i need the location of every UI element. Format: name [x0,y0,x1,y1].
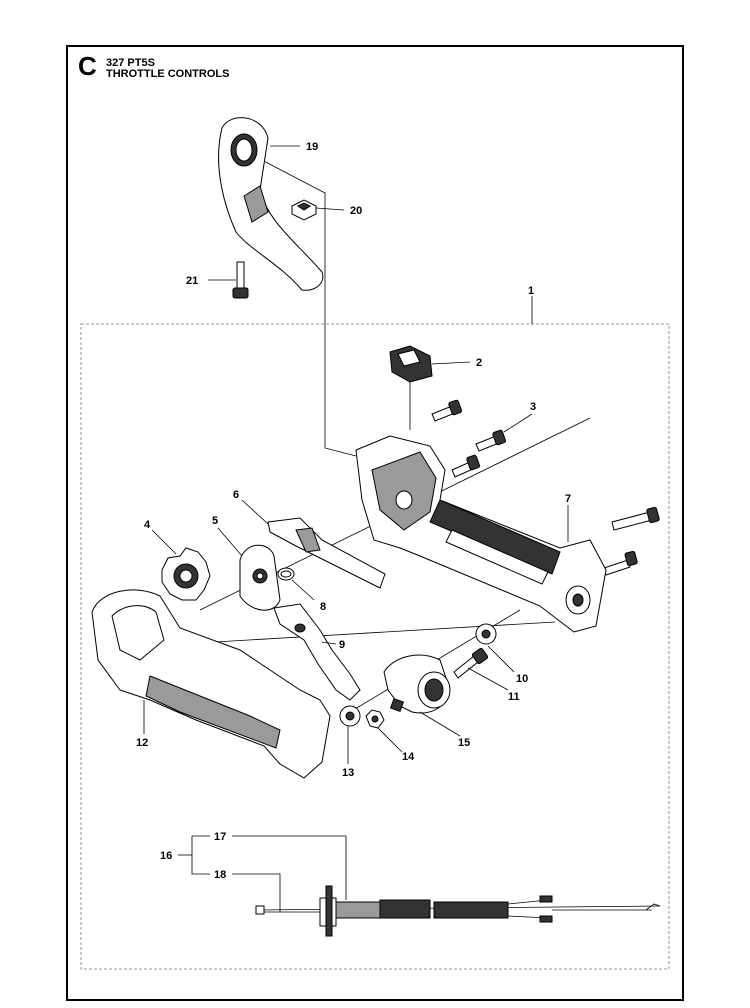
model-label: 327 PT5S [106,57,155,69]
callout-leaders [143,145,569,912]
callout-1: 1 [528,285,534,297]
part-15-clamp [383,654,451,714]
callout-13: 13 [342,767,354,779]
callout-5: 5 [212,515,218,527]
callout-20: 20 [350,205,362,217]
part-14-nut [365,709,385,729]
part-9-throttle-trigger [273,603,361,701]
callout-labels: 19 20 21 1 2 3 6 7 5 4 8 9 10 11 12 15 1… [136,141,571,881]
section-title: THROTTLE CONTROLS [106,68,230,80]
part-6-throttle-lockout [267,517,386,589]
callout-10: 10 [516,673,528,685]
callout-12: 12 [136,737,148,749]
part-4-ring [161,547,211,601]
callout-7: 7 [565,493,571,505]
section-letter: C [78,51,97,81]
part-16-cable-assembly [255,885,661,937]
part-3-screws [431,399,660,576]
part-10-bushing [475,623,497,645]
callout-21: 21 [186,275,198,287]
part-20-square-nut [291,199,317,221]
part-7-housing [355,435,607,633]
assembly-boundary [80,323,670,970]
part-5-retainer [239,544,281,611]
callout-15: 15 [458,737,470,749]
part-2-stop-switch [389,345,433,383]
callout-17: 17 [214,831,226,843]
callout-4: 4 [144,519,151,531]
callout-11: 11 [508,691,520,703]
callout-16: 16 [160,850,172,862]
part-8-spring [277,567,295,581]
diagram-frame [66,45,684,1001]
callout-9: 9 [339,639,345,651]
callout-19: 19 [306,141,318,153]
callout-6: 6 [233,489,239,501]
callout-2: 2 [476,357,482,369]
callout-3: 3 [530,401,536,413]
callout-14: 14 [402,751,415,763]
callout-18: 18 [214,869,226,881]
part-13-bushing [339,705,361,727]
part-12-handle-housing [91,589,331,779]
part-19-handle-grip [218,117,324,291]
part-21-screw [232,261,249,299]
callout-8: 8 [320,601,326,613]
part-11-screw [453,647,489,679]
